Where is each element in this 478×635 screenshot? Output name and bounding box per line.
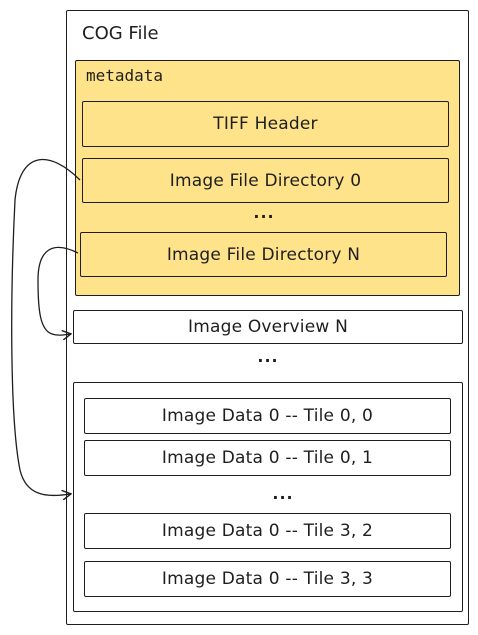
tile-3-3-box: Image Data 0 -- Tile 3, 3 bbox=[84, 561, 451, 597]
tile-0-0-box: Image Data 0 -- Tile 0, 0 bbox=[84, 398, 451, 434]
tile-3-2-box: Image Data 0 -- Tile 3, 2 bbox=[84, 513, 451, 549]
tile-0-1-box: Image Data 0 -- Tile 0, 1 bbox=[84, 440, 451, 476]
metadata-title: metadata bbox=[86, 66, 164, 85]
tiff-header-box: TIFF Header bbox=[82, 101, 449, 147]
metadata-ellipsis: ... bbox=[253, 203, 275, 222]
cog-file-title: COG File bbox=[82, 23, 159, 44]
overview-ellipsis: ... bbox=[257, 347, 279, 366]
image-overview-n-box: Image Overview N bbox=[73, 310, 463, 344]
image-data-ellipsis: ... bbox=[272, 484, 294, 503]
image-file-directory-n-box: Image File Directory N bbox=[80, 232, 447, 277]
image-file-directory-0-box: Image File Directory 0 bbox=[82, 158, 449, 203]
